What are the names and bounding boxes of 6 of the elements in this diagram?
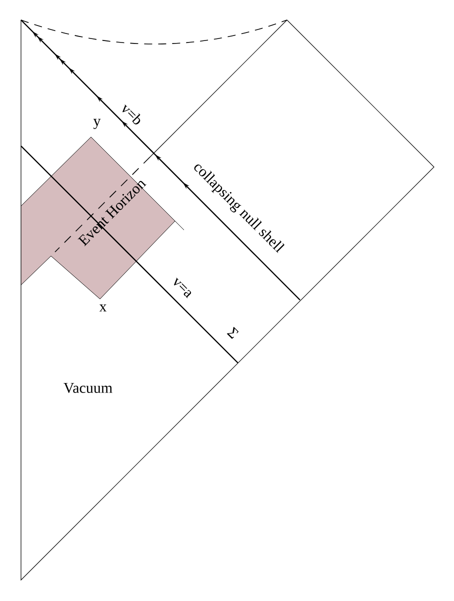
line-label: v=b xyxy=(122,104,140,124)
region-label: Vacuum xyxy=(64,382,112,393)
symbol-label: Σ xyxy=(226,326,239,339)
point-label: y xyxy=(93,118,101,130)
line-label: v=a xyxy=(174,278,192,298)
point-label: x xyxy=(99,304,107,312)
